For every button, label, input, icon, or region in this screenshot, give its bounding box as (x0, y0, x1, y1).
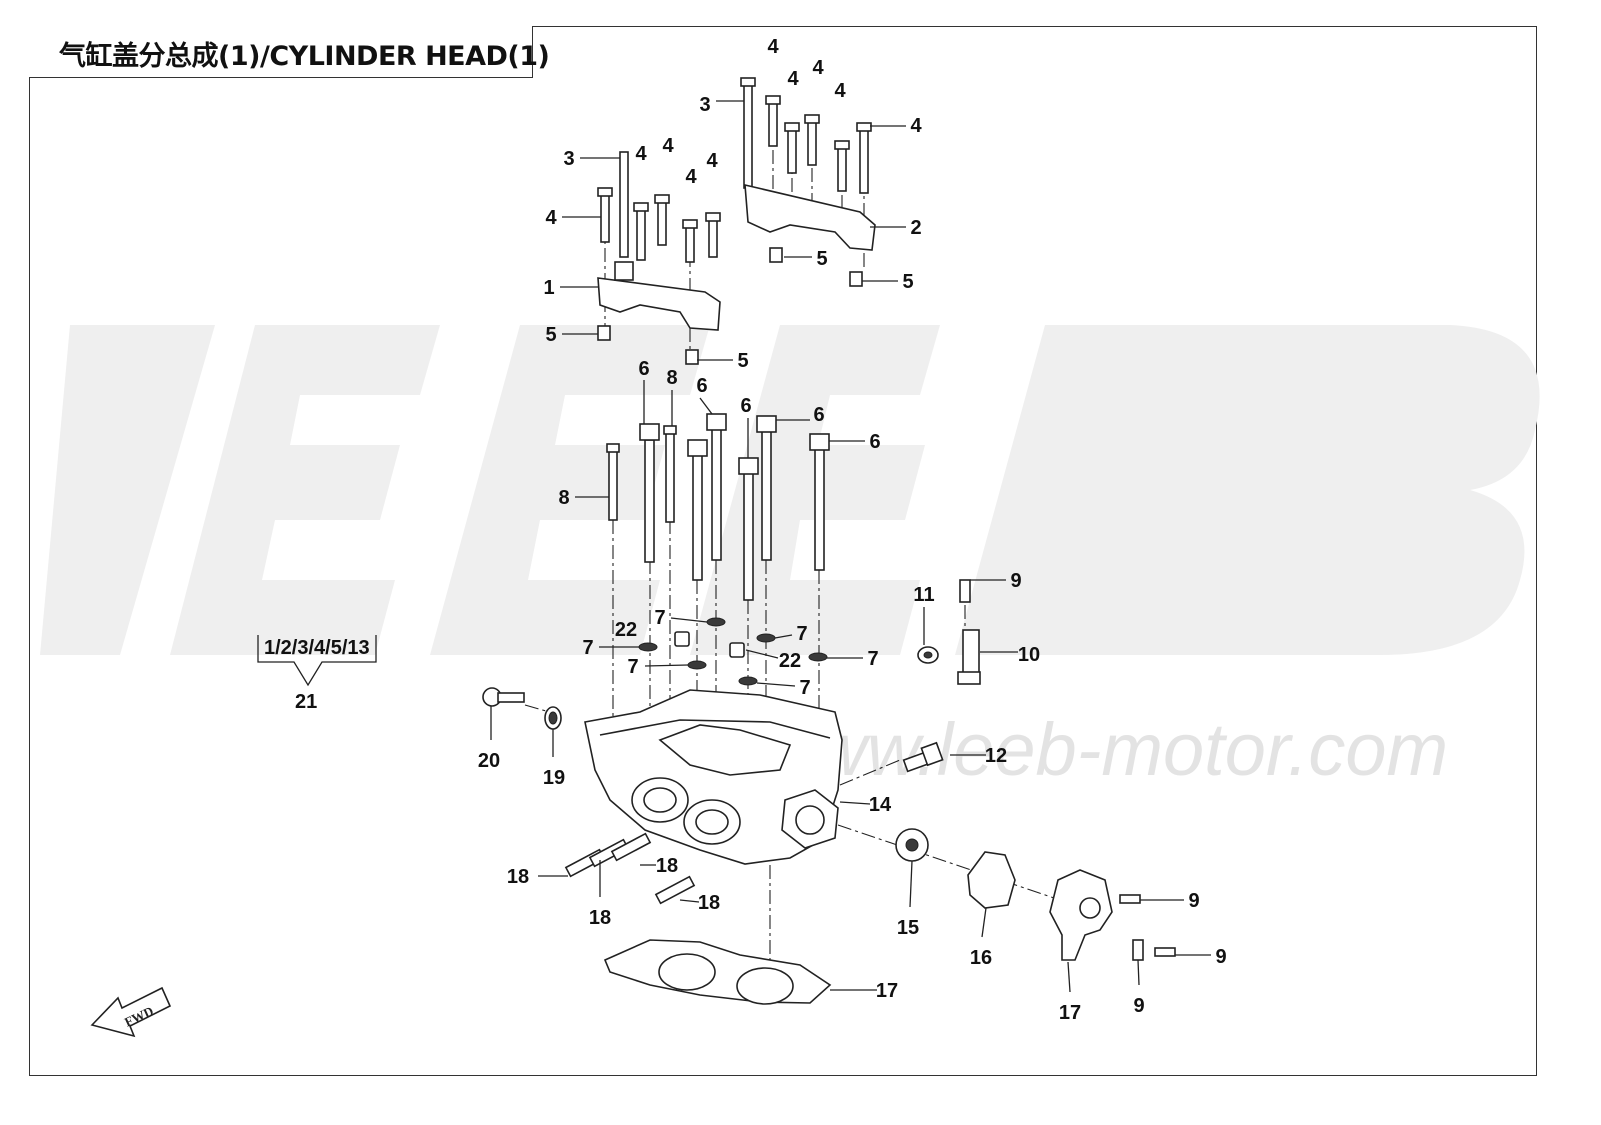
callout-4: 4 (545, 207, 557, 229)
page-title: 气缸盖分总成(1)/CYLINDER HEAD(1) (59, 41, 550, 72)
callout-6: 6 (813, 404, 824, 426)
washers-and-dowels (638, 617, 828, 686)
dowel-pins (564, 832, 696, 905)
callout-5: 5 (902, 271, 913, 293)
callout-5: 5 (545, 324, 556, 346)
callout-15: 15 (897, 917, 919, 939)
callout-8: 8 (666, 367, 677, 389)
callout-8: 8 (558, 487, 569, 509)
callout-18: 18 (589, 907, 611, 929)
callout-2: 2 (910, 217, 921, 239)
callout-18: 18 (507, 866, 529, 888)
callout-3: 3 (699, 94, 710, 116)
callout-4: 4 (662, 135, 674, 157)
callout-4: 4 (635, 143, 647, 165)
callout-9: 9 (1188, 890, 1199, 912)
callout-3: 3 (563, 148, 574, 170)
rocker-holder-1 (597, 261, 721, 365)
callout-10: 10 (1018, 644, 1040, 666)
rocker-holder-2 (744, 183, 876, 287)
leader-line (1137, 959, 1140, 986)
callout-5: 5 (816, 248, 827, 270)
leader-line (839, 801, 871, 805)
callout-20: 20 (478, 750, 500, 772)
callout-4: 4 (685, 166, 697, 188)
callout-7: 7 (796, 623, 807, 645)
callout-6: 6 (869, 431, 880, 453)
thermostat (895, 828, 929, 862)
leader-line (670, 617, 708, 623)
callout-9: 9 (1215, 946, 1226, 968)
callout-22: 22 (779, 650, 801, 672)
thermostat-gasket (967, 851, 1016, 909)
drawing-frame (29, 26, 1537, 1076)
thermostat-housing (1049, 869, 1176, 961)
rocker-shaft-bolts (597, 77, 872, 263)
leader-line (745, 649, 779, 659)
watermark-url: www.leeb-motor.com (760, 708, 1448, 791)
callout-17: 17 (1059, 1002, 1081, 1024)
callout-9: 9 (1133, 995, 1144, 1017)
callout-7: 7 (627, 656, 638, 678)
head-bolts (606, 413, 830, 601)
callout-6: 6 (696, 375, 707, 397)
callout-7: 7 (867, 648, 878, 670)
kit-label: 1/2/3/4/5/13 (264, 637, 370, 659)
callout-11: 11 (913, 584, 934, 606)
callout-19: 19 (543, 767, 565, 789)
callout-14: 14 (869, 794, 892, 816)
cam-sensor-assembly (917, 579, 981, 685)
fwd-arrow: FWD (90, 986, 172, 1038)
temperature-sensor (902, 741, 944, 773)
kit-number: 21 (295, 691, 317, 713)
callout-6: 6 (740, 395, 751, 417)
callout-4: 4 (787, 68, 799, 90)
callout-4: 4 (834, 80, 846, 102)
callout-4: 4 (767, 36, 779, 58)
callout-16: 16 (970, 947, 992, 969)
side-plug-parts (482, 687, 562, 730)
callout-22: 22 (615, 619, 637, 641)
leader-line (644, 664, 689, 667)
callout-7: 7 (799, 677, 810, 699)
callout-9: 9 (1010, 570, 1021, 592)
callout-4: 4 (706, 150, 718, 172)
callout-1: 1 (543, 277, 554, 299)
leader-line (981, 907, 987, 938)
callout-18: 18 (698, 892, 720, 914)
leader-line (909, 860, 913, 908)
cylinder-head (584, 689, 843, 865)
leader-line (699, 397, 713, 415)
callout-4: 4 (812, 57, 824, 79)
title-box: 气缸盖分总成(1)/CYLINDER HEAD(1) (29, 26, 550, 78)
leader-line (679, 899, 700, 903)
callout-7: 7 (654, 607, 665, 629)
callout-5: 5 (737, 350, 748, 372)
head-gasket (603, 939, 832, 1005)
leader-line (1067, 961, 1071, 993)
callout-6: 6 (638, 358, 649, 380)
callout-17: 17 (876, 980, 898, 1002)
callout-7: 7 (582, 637, 593, 659)
kit-bracket: 1/2/3/4/5/13 21 (257, 635, 377, 713)
leader-line (756, 682, 796, 687)
callout-18: 18 (656, 855, 678, 877)
leader-line (774, 634, 793, 639)
callout-12: 12 (985, 745, 1007, 767)
callout-4: 4 (910, 115, 922, 137)
